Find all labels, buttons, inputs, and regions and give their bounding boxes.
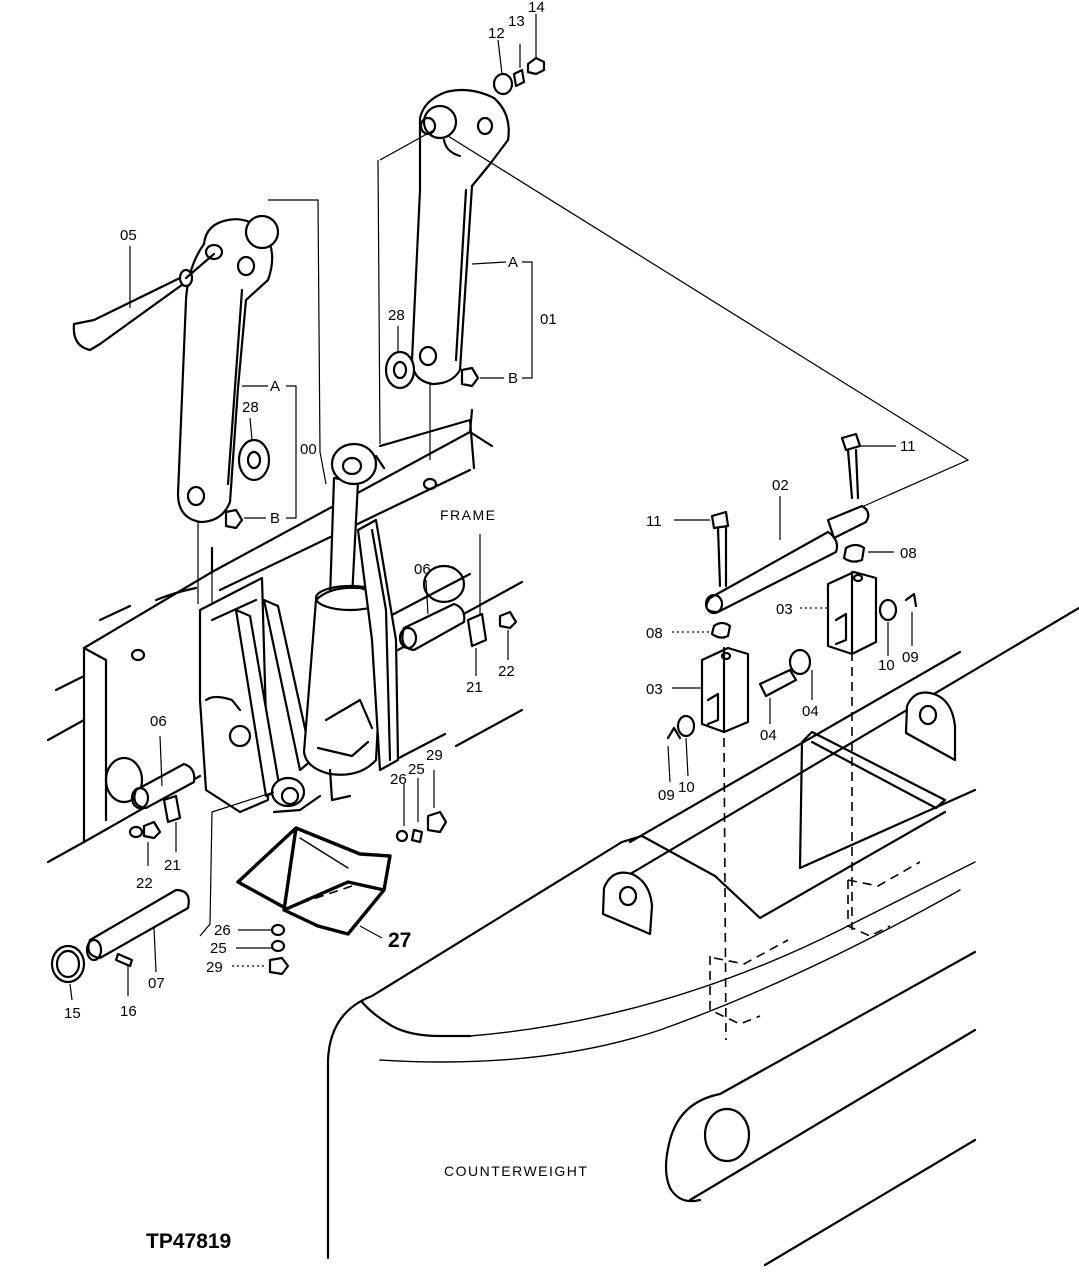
callout-13: 13 xyxy=(508,13,525,30)
callout-02: 02 xyxy=(772,477,789,494)
callout-04-left: 04 xyxy=(760,727,777,744)
callout-03-upper: 03 xyxy=(776,601,793,618)
callout-B-left: B xyxy=(270,510,280,527)
callout-26-lower: 26 xyxy=(214,922,231,939)
callout-22-upper: 22 xyxy=(498,663,515,680)
hydraulic-cylinder xyxy=(302,442,400,802)
counterweight-label: COUNTERWEIGHT xyxy=(444,1163,588,1179)
callout-A-right: A xyxy=(508,254,518,271)
callout-07: 07 xyxy=(148,975,165,992)
frame-label: FRAME xyxy=(440,507,497,523)
callout-06-lower: 06 xyxy=(150,713,167,730)
callout-21-upper: 21 xyxy=(466,679,483,696)
callout-25-lower: 25 xyxy=(210,940,227,957)
callout-27: 27 xyxy=(388,929,411,952)
callout-labels: 14 13 12 05 28 28 01 A B A B 00 11 11 02… xyxy=(64,0,919,1253)
callout-01: 01 xyxy=(540,311,557,328)
callout-08-upper: 08 xyxy=(900,545,917,562)
callout-15: 15 xyxy=(64,1005,81,1022)
link-arm-left xyxy=(176,214,280,524)
callout-22-lower: 22 xyxy=(136,875,153,892)
callout-28-right: 28 xyxy=(388,307,405,324)
callout-09-upper: 09 xyxy=(902,649,919,666)
swing-bracket xyxy=(198,576,322,814)
callout-29-lower: 29 xyxy=(206,959,223,976)
callout-14: 14 xyxy=(528,0,545,16)
callout-28-left: 28 xyxy=(242,399,259,416)
callout-21-lower: 21 xyxy=(164,857,181,874)
callout-29-upper: 29 xyxy=(426,747,443,764)
callout-11-lower: 11 xyxy=(646,513,662,530)
callout-26-upper: 26 xyxy=(390,771,407,788)
callout-05: 05 xyxy=(120,227,137,244)
callout-B-right: B xyxy=(508,370,518,387)
callout-04-right: 04 xyxy=(802,703,819,720)
callout-10-lower: 10 xyxy=(678,779,695,796)
callout-10-upper: 10 xyxy=(878,657,895,674)
callout-00: 00 xyxy=(300,441,317,458)
callout-09-lower: 09 xyxy=(658,787,675,804)
callout-11-upper: 11 xyxy=(900,438,916,455)
callout-03-lower: 03 xyxy=(646,681,663,698)
guard-part-27 xyxy=(236,826,392,936)
callout-08-lower: 08 xyxy=(646,625,663,642)
link-arm-right xyxy=(410,88,510,386)
callout-12: 12 xyxy=(488,25,505,42)
callout-A-left: A xyxy=(270,378,280,395)
drawing-number: TP47819 xyxy=(146,1230,231,1253)
callout-25-upper: 25 xyxy=(408,761,425,778)
hardware-parts xyxy=(50,56,918,984)
callout-16: 16 xyxy=(120,1003,137,1020)
counterweight xyxy=(326,606,1079,1267)
callout-06-upper: 06 xyxy=(414,561,431,578)
leader-lines xyxy=(69,14,970,1041)
